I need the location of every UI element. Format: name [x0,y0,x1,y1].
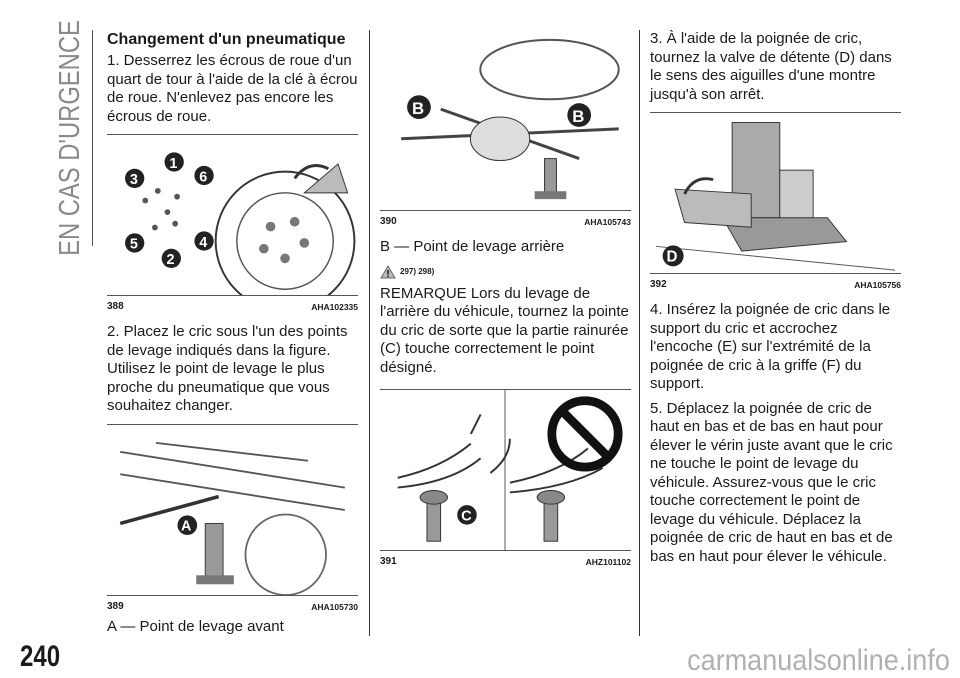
figure-389: A 389 AHA105730 A — Point de levage avant [107,423,358,637]
figure-number: 388 [107,301,124,312]
label-5: 5 [130,237,138,253]
step-5-text: 5. Déplacez la poignée de cric de haut e… [650,399,893,565]
figure-388: 1 2 3 4 5 6 388 AHA102335 [107,134,358,313]
figure-code: AHZ101102 [585,557,631,567]
figure-390: B B 390 AHA105743 [380,30,631,228]
relief-valve-illustration: D [655,122,896,271]
step-4-text: 4. Insérez la poignée de cric dans le su… [650,301,891,392]
label-a: A [181,518,191,534]
front-jack-illustration: A [119,441,345,595]
column-2: B B 390 AHA105743 B — Point de levage arr… [380,30,631,568]
caption-a: A — Point de levage avant [107,617,284,635]
figure-code: AHA105730 [311,601,358,612]
caption-b: B — Point de levage arrière [380,238,565,255]
wheel-nut-illustration: 1 2 3 4 5 6 [125,152,356,295]
section-tab-label: EN CAS D'URGENCE [54,20,86,256]
figure-code: AHA105756 [854,280,901,290]
column-divider [639,30,640,636]
label-b-left: B [412,99,424,118]
column-divider [369,30,370,636]
step-3-text: 3. À l'aide de la poignée de cric, tourn… [650,30,892,103]
figure-number: 392 [650,279,667,290]
step-2-text: 2. Placez le cric sous l'un des points d… [107,323,348,414]
label-d: D [666,249,677,266]
section-divider [92,30,93,246]
section-tab: EN CAS D'URGENCE [52,20,88,256]
label-2: 2 [166,252,174,268]
jack-tip-orientation-illustration: C [397,390,623,550]
label-c: C [461,509,472,525]
step-1-text: 1. Desserrez les écrous de roue d'un qua… [107,52,358,125]
figure-number: 389 [107,600,124,612]
figure-391: C 391 AHZ101102 [380,389,631,568]
column-3: 3. À l'aide de la poignée de cric, tourn… [650,30,901,566]
label-4: 4 [199,235,207,251]
figure-code: AHA102335 [311,302,358,312]
watermark: carmanualsonline.info [687,644,950,677]
warning-note: 297) 298) [380,264,631,279]
warning-triangle-icon [380,264,396,278]
label-b-right: B [572,107,584,126]
figure-code: AHA105743 [584,217,631,227]
page-number: 240 [20,640,61,673]
figure-392: D 392 AHA105756 [650,112,901,291]
label-3: 3 [130,172,138,188]
label-6: 6 [199,169,207,185]
rear-jack-illustration: B B [401,38,620,200]
figure-number: 391 [380,556,397,567]
label-1: 1 [169,156,177,172]
column-1: Changement d'un pneumatique 1. Desserrez… [107,30,358,636]
warning-references[interactable]: 297) 298) [400,267,435,276]
remarque-text: REMARQUE Lors du levage de l'arrière du … [380,284,629,376]
section-heading: Changement d'un pneumatique [107,31,346,48]
figure-number: 390 [380,216,397,227]
